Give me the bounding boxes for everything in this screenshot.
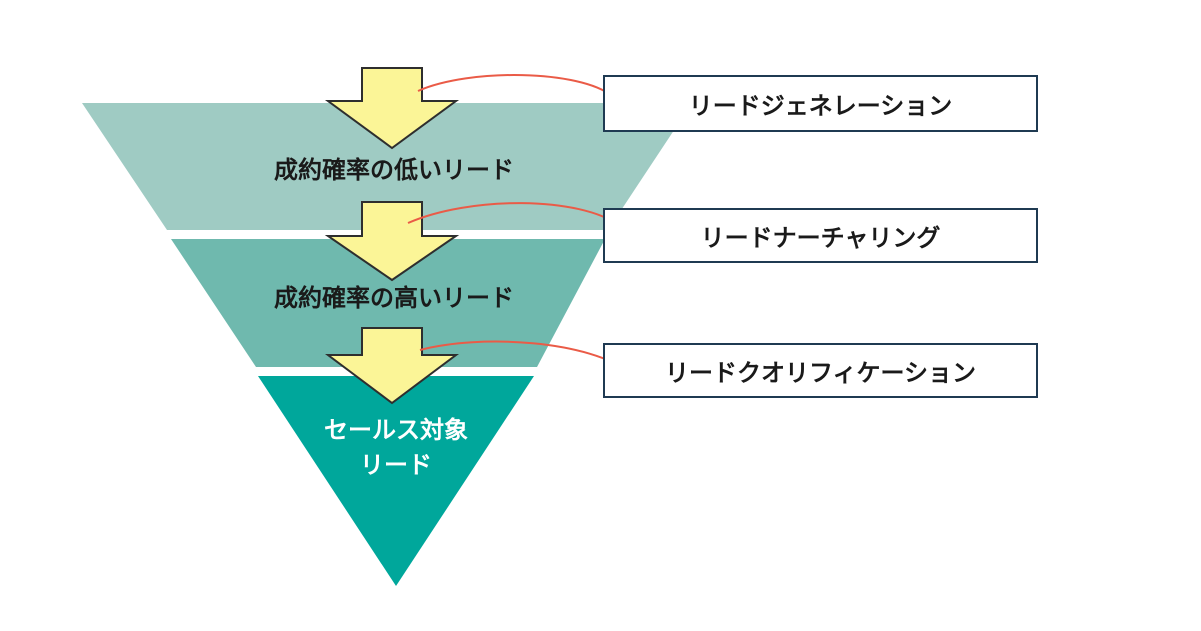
down-arrow-icon	[324, 201, 460, 282]
connector-line	[407, 202, 621, 227]
funnel-stage-middle	[171, 239, 605, 367]
stage-label-low: 成約確率の低いリード	[274, 156, 514, 184]
stage-label-sales-line1: セールス対象	[324, 416, 468, 444]
process-label: リードクオリフィケーション	[664, 359, 977, 387]
stage-label-sales-line2: リード	[360, 451, 432, 479]
connector-line	[417, 74, 613, 97]
stage-label-high: 成約確率の高いリード	[274, 284, 514, 312]
process-box-lead-qualification: リードクオリフィケーション	[603, 343, 1038, 398]
process-label: リードジェネレーション	[688, 92, 953, 120]
down-arrow-icon	[324, 67, 460, 150]
process-box-lead-generation: リードジェネレーション	[603, 75, 1038, 132]
down-arrow-icon	[325, 327, 459, 405]
funnel-stage-top	[82, 103, 692, 230]
process-box-lead-nurturing: リードナーチャリング	[603, 208, 1038, 263]
process-label: リードナーチャリング	[700, 224, 941, 252]
funnel-stage-bottom	[258, 376, 534, 586]
